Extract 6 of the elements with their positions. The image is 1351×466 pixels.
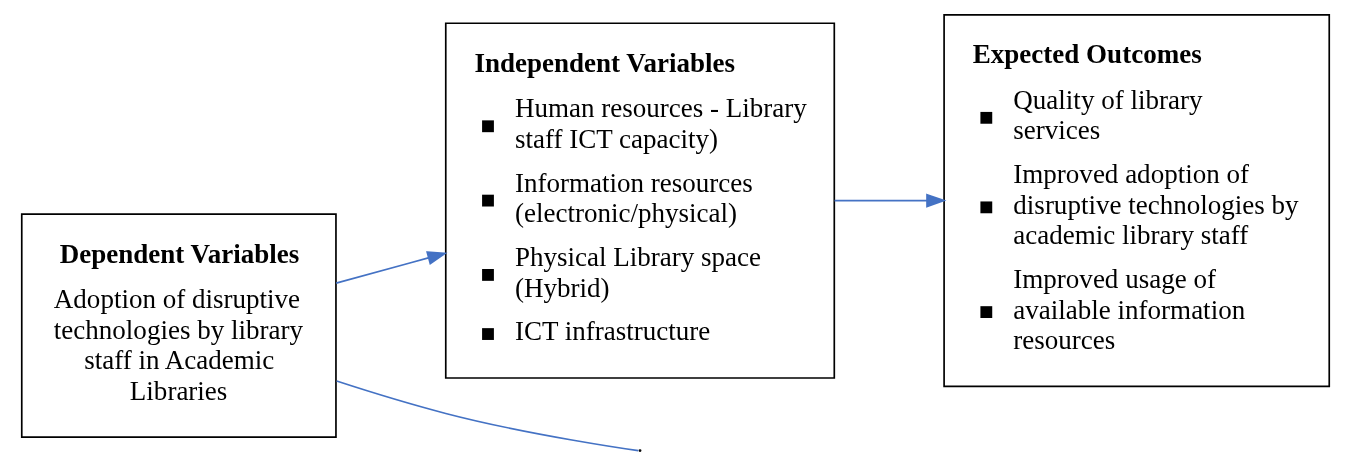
connector [335, 380, 640, 452]
node-box: Independent Variables Human resources - Library staff ICT capacity) Information resources (electronic/physical) Physical Library space (Hybrid) ICT infrastructure [444, 22, 836, 379]
node-box: Expected Outcomes Quality of library services Improved adoption of disruptive technologies by academic library staff Improved usage of available information resources [943, 13, 1331, 388]
arrow [335, 251, 448, 284]
arrow [833, 193, 947, 208]
node-box: Dependent Variables Adoption of disruptive technologies by library staff in Academic Libraries [20, 213, 337, 438]
